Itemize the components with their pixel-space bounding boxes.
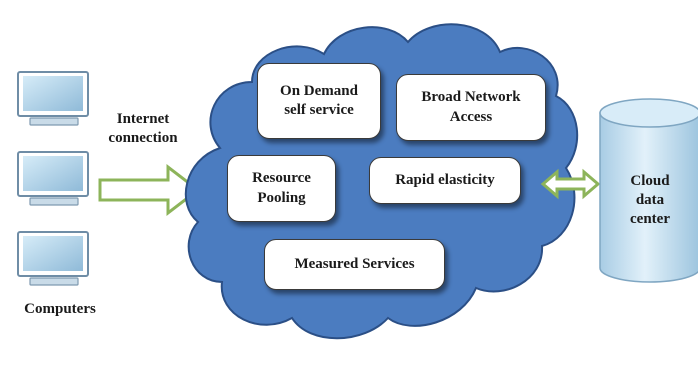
internet-connection-label: Internet connection xyxy=(108,111,178,146)
service-resource-pooling: Resource Pooling xyxy=(227,155,336,222)
computer-icon-2 xyxy=(17,151,89,206)
computer-icon-1 xyxy=(17,71,89,126)
service-measured-services: Measured Services xyxy=(264,239,445,290)
computer-icon-3 xyxy=(17,231,89,286)
cloud-data-center-label: Cloud data center xyxy=(630,173,670,227)
service-rapid-elasticity: Rapid elasticity xyxy=(369,157,521,204)
service-broad-network-access: Broad Network Access xyxy=(396,74,546,141)
service-on-demand-self-service: On Demand self service xyxy=(257,63,381,139)
cloud-data-center-icon xyxy=(599,98,698,283)
data-center-link-arrow xyxy=(540,168,601,200)
internet-connection-arrow xyxy=(98,163,201,217)
computers-label: Computers xyxy=(24,301,96,317)
